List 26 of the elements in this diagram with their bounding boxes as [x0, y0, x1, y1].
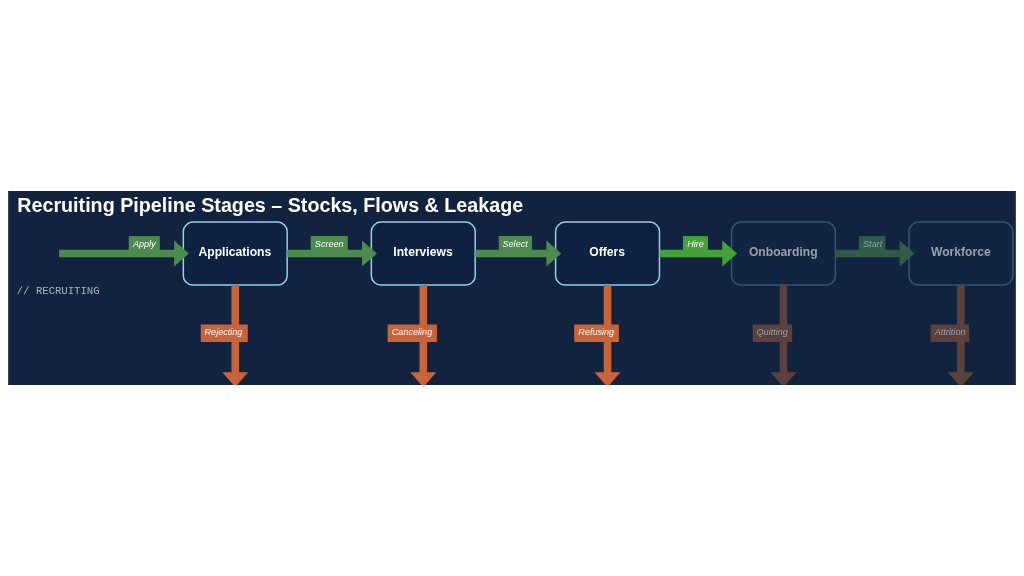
node-box: Interviews — [370, 221, 476, 286]
arrow — [222, 285, 249, 385]
edge-label: Start — [863, 238, 883, 249]
node-box: Workforce — [908, 221, 1014, 286]
edge-label: Apply — [132, 238, 156, 249]
arrow — [659, 240, 738, 267]
diagram-title: Recruiting Pipeline Stages – Stocks, Flows & Leakage — [17, 194, 524, 217]
edge-label: Hire — [687, 238, 704, 249]
edge-label: Select — [502, 238, 528, 249]
node-box: Offers — [554, 221, 661, 286]
edge-label: Screen — [314, 238, 344, 249]
label: // RECRUITING — [16, 285, 100, 298]
arrow — [475, 240, 562, 267]
arrow — [594, 285, 621, 385]
node-box: Onboarding — [730, 221, 837, 286]
arrow — [770, 285, 797, 385]
arrow — [835, 240, 915, 267]
edge-label: Quitting — [756, 327, 788, 338]
arrow — [947, 285, 974, 385]
arrow — [287, 240, 377, 267]
edge-label: Canceling — [391, 327, 433, 338]
edge-label: Attrition — [934, 327, 966, 338]
arrow — [410, 285, 437, 385]
node-box: Applications — [182, 221, 288, 286]
edge-label: Refusing — [578, 327, 615, 338]
edge-label: Rejecting — [204, 327, 243, 338]
